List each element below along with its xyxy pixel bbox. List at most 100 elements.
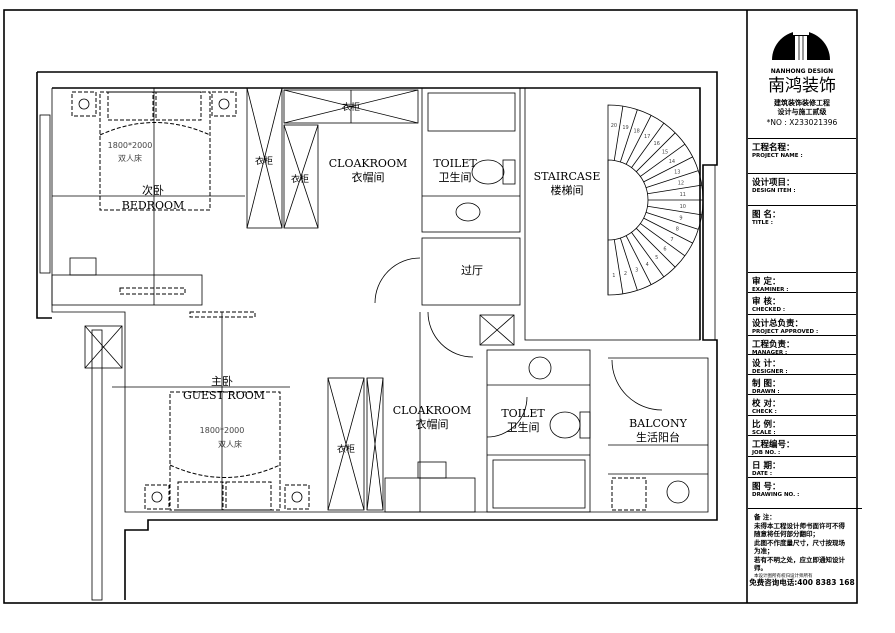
stair-step-number: 3 — [635, 267, 638, 273]
field-label-en: JOB NO. : — [752, 450, 781, 456]
cloakroom-2-label-en: CLOAKROOM — [393, 404, 471, 417]
field-label-cn: 工程编号： — [752, 440, 795, 450]
subtitle-1: 建筑装饰装修工程 — [774, 99, 830, 107]
title-block-field: 工程名程：PROJECT NAME : — [748, 138, 856, 159]
title-block-field: 制 图：DRAWN : — [748, 374, 856, 395]
field-label-en: EXAMINER : — [752, 287, 789, 293]
window-right — [702, 164, 716, 341]
title-block-field: 设 计：DESIGNER : — [748, 354, 856, 375]
stair-tread — [647, 205, 702, 216]
brand-cn: 南鸿装饰 — [768, 76, 836, 96]
field-label-cn: 比 例： — [752, 420, 781, 430]
toilet-1-fixtures — [374, 87, 521, 306]
stair-step-number: 20 — [611, 123, 617, 129]
chair — [69, 257, 97, 276]
nightstand-lamp — [211, 91, 237, 117]
title-block-field: 工程编号：JOB NO. : — [748, 435, 856, 456]
stair-step-number: 9 — [679, 216, 682, 222]
field-label-cn: 审 定： — [752, 277, 781, 287]
field-label-cn: 制 图： — [752, 379, 781, 389]
stair-tread — [647, 184, 702, 195]
note-line: 此图不作度量尺寸，尺寸按现场 — [754, 538, 845, 547]
field-label-en: MANAGER : — [752, 350, 788, 356]
field-label-en: SCALE : — [752, 430, 776, 436]
stair-step-number: 15 — [662, 149, 668, 155]
stair-step-number: 7 — [670, 237, 673, 243]
tv-cabinet — [189, 311, 256, 318]
stair-tread — [631, 122, 665, 168]
field-label-cn: 审 核： — [752, 297, 781, 307]
note-line: 随意将任何部分翻印； — [754, 530, 819, 538]
title-block-field: 比 例：SCALE : — [748, 415, 856, 436]
stair-tread — [636, 228, 676, 268]
stair-tread — [643, 156, 693, 183]
field-label-en: DRAWN : — [752, 389, 780, 395]
stair-step-number: 10 — [680, 204, 686, 210]
nanhong-logo — [772, 30, 830, 60]
field-label-en: CHECK : — [752, 409, 777, 415]
stair-tread — [640, 223, 686, 257]
wardrobe-label: 衣柜 — [342, 101, 360, 113]
field-label-cn: 工程负责： — [752, 340, 795, 350]
stair-tread — [613, 106, 624, 161]
cloakroom-2-label-cn: 衣帽间 — [416, 417, 449, 431]
stair-step-number: 14 — [669, 159, 675, 165]
title-block-field: 图 名：TITLE : — [748, 205, 856, 226]
stair-tread — [619, 109, 638, 163]
balcony-fixtures — [608, 359, 708, 511]
toilet-bowl — [549, 411, 581, 439]
note-line: 为准； — [754, 547, 774, 555]
cloakroom-1-label-en: CLOAKROOM — [329, 157, 407, 170]
staircase-label-en: STAIRCASE — [534, 170, 601, 183]
bedroom-area — [51, 88, 245, 306]
sink — [455, 202, 481, 222]
note-line: 师。 — [754, 564, 767, 572]
walls — [36, 71, 718, 601]
window-left-upper — [39, 114, 51, 274]
field-label-cn: 图 号： — [752, 482, 781, 492]
hotline: 免费咨询电话:400 8383 168 — [749, 578, 855, 587]
bed-size-label: 1800*2000 — [200, 426, 245, 435]
field-label-en: DRAWING NO. : — [752, 492, 800, 498]
note-line: 未得本工程设计师书面许可不得 — [754, 521, 845, 530]
stair-tread — [619, 237, 638, 291]
toilet-1-label-en: TOILET — [433, 157, 477, 170]
stair-step-number: 1 — [612, 273, 615, 279]
toilet-1-label-cn: 卫生间 — [439, 170, 472, 184]
notes-title: 备 注： — [754, 513, 776, 521]
toilet-2-fixtures — [486, 349, 591, 513]
field-label-cn: 日 期： — [752, 461, 781, 471]
note-line: 若有不明之处，应立即通知设计 — [754, 555, 845, 564]
field-label-cn: 设计总负责： — [752, 319, 804, 329]
stair-tread — [636, 132, 676, 172]
sink — [666, 480, 690, 504]
title-block-field: 设计总负责：PROJECT APPROVED : — [748, 314, 856, 335]
toilet-bowl — [471, 159, 505, 185]
balcony-label-cn: 生活阳台 — [636, 430, 680, 444]
window-left-lower — [91, 329, 103, 601]
hall-label: 过厅 — [461, 264, 483, 277]
title-block-field: 设计项目：DESIGN ITEH : — [748, 173, 856, 194]
stair-step-number: 12 — [678, 180, 684, 186]
washing-machine — [611, 477, 647, 511]
wardrobes — [84, 87, 515, 511]
notes-small: 本设计图所有权归设计师所有 — [754, 573, 813, 579]
field-label-cn: 校 对： — [752, 399, 781, 409]
field-label-cn: 工程名程： — [752, 143, 795, 153]
stair-step-number: 11 — [680, 192, 686, 198]
field-label-en: DESIGNER : — [752, 369, 788, 375]
field-label-en: DATE : — [752, 471, 773, 477]
balcony-label-en: BALCONY — [629, 417, 687, 430]
tv-cabinet — [119, 287, 186, 295]
bed-type-label: 双人床 — [218, 439, 242, 449]
field-label-en: PROJECT NAME : — [752, 153, 803, 159]
field-label-en: PROJECT APPROVED : — [752, 329, 819, 335]
stair-tread — [625, 235, 652, 285]
staircase-label-cn: 楼梯间 — [551, 183, 584, 197]
title-block-field: 图 号：DRAWING NO. : — [748, 477, 856, 498]
stair-tread — [631, 232, 665, 278]
bathtub — [427, 92, 516, 132]
stair-tread — [645, 170, 699, 189]
cloakroom-1-label-cn: 衣帽间 — [352, 170, 385, 184]
